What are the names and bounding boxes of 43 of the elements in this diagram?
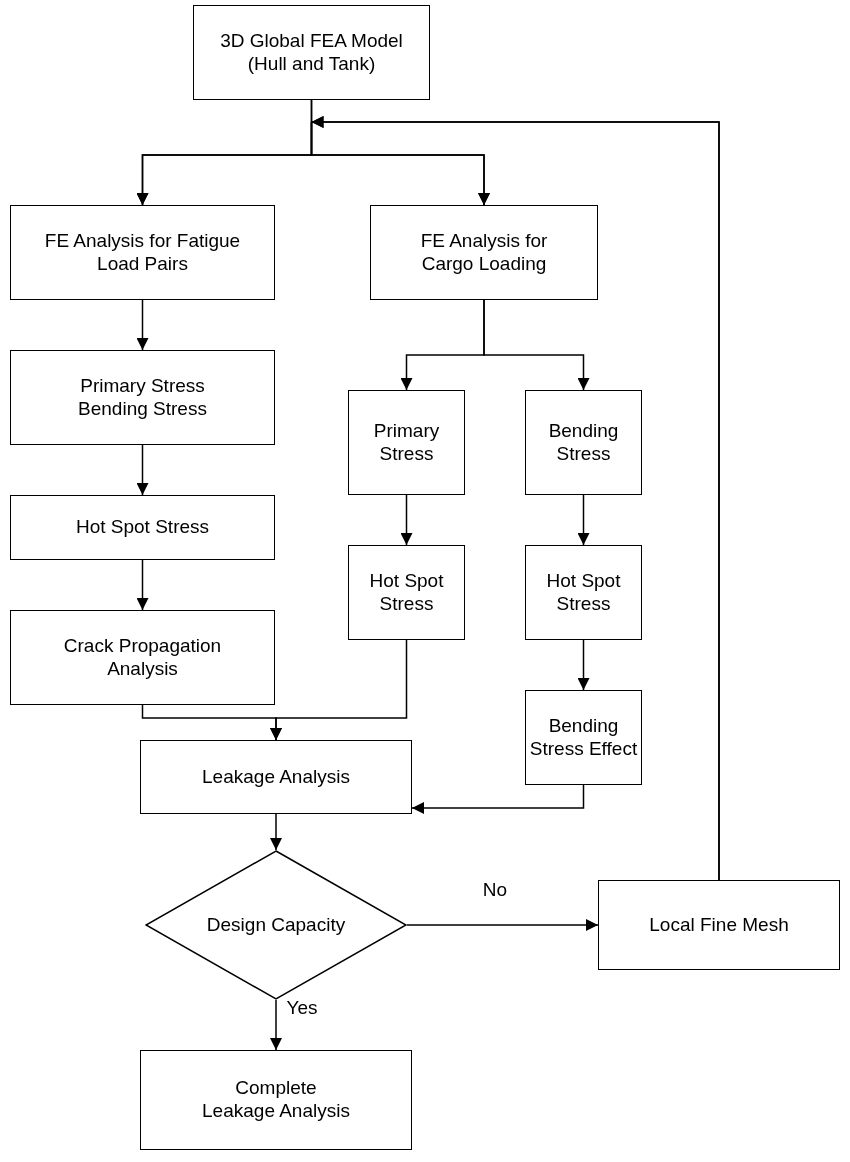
process-box	[348, 390, 465, 495]
node-label: Bending Stress	[547, 419, 620, 466]
arrow	[310, 116, 720, 881]
node-label: FE Analysis for Fatigue Load Pairs	[43, 229, 242, 276]
node-label: Complete Leakage Analysis	[201, 1077, 351, 1123]
process-box	[10, 610, 275, 705]
arrow	[270, 639, 408, 741]
arrow	[136, 559, 149, 611]
arrow	[270, 813, 282, 851]
node-label: 3D Global FEA Model (Hull and Tank)	[219, 29, 404, 76]
node-label: Primary Stress Bending Stress	[77, 374, 208, 421]
node-label: Design Capacity	[206, 913, 346, 937]
process-box	[140, 740, 412, 814]
node-label: Leakage Analysis	[202, 765, 350, 789]
arrow	[577, 494, 590, 546]
node-label: Bending Stress Effect	[528, 714, 639, 761]
process-box	[10, 205, 275, 300]
process-box	[10, 350, 275, 445]
process-box	[598, 880, 840, 970]
process-box	[525, 690, 642, 785]
node-label: Primary Stress	[372, 419, 441, 466]
node-label: FE Analysis for Cargo Loading	[419, 229, 549, 276]
process-box	[525, 545, 642, 640]
process-box	[348, 545, 465, 640]
decision-diamond	[145, 850, 407, 1000]
arrow	[136, 299, 149, 351]
node-label: Hot Spot Stress	[545, 569, 622, 616]
arrow	[577, 639, 590, 691]
arrow	[270, 999, 282, 1051]
process-box	[10, 495, 275, 560]
node-label: Hot Spot Stress	[368, 569, 445, 616]
process-box	[193, 5, 430, 100]
arrow	[483, 299, 590, 391]
process-box	[525, 390, 642, 495]
node-label: Hot Spot Stress	[75, 516, 210, 539]
process-box	[140, 1050, 412, 1150]
arrow	[136, 444, 149, 496]
node-label: Local Fine Mesh	[649, 913, 789, 937]
node-label: Crack Propagation Analysis	[62, 634, 223, 681]
process-box	[370, 205, 598, 300]
arrow	[411, 784, 585, 814]
arrow	[400, 494, 413, 546]
arrow	[406, 919, 599, 931]
